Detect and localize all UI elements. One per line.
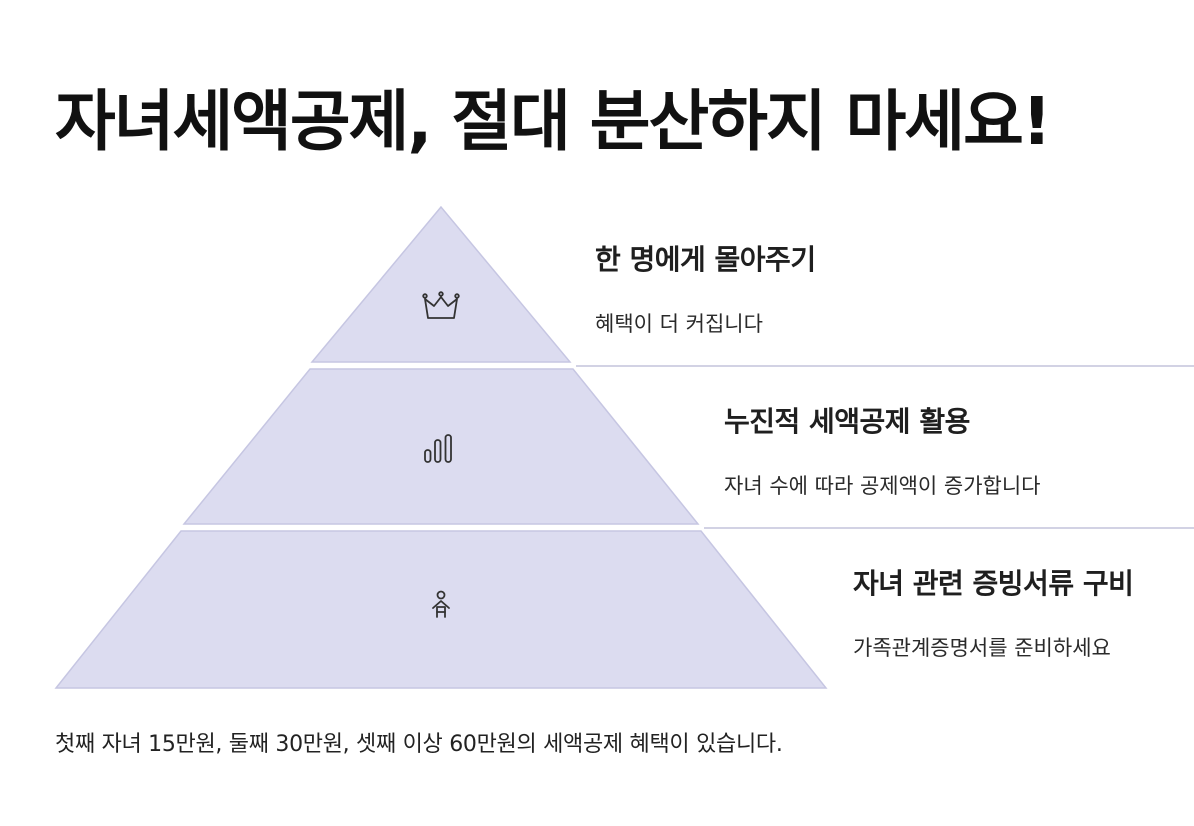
- page-title: 자녀세액공제, 절대 분산하지 마세요!: [55, 83, 1052, 160]
- tier-1-description: 혜택이 더 커집니다: [595, 312, 763, 336]
- footer-note: 첫째 자녀 15만원, 둘째 30만원, 셋째 이상 60만원의 세액공제 혜택…: [55, 732, 783, 757]
- tier-1-heading: 한 명에게 몰아주기: [595, 243, 816, 276]
- tier-2-description: 자녀 수에 따라 공제액이 증가합니다: [724, 474, 1041, 498]
- pyramid-tier-top: [310, 205, 572, 363]
- bar-chart-icon: [424, 434, 452, 463]
- tier-2-text: 누진적 세액공제 활용 자녀 수에 따라 공제액이 증가합니다: [724, 400, 1041, 500]
- tier-1-text: 한 명에게 몰아주기 혜택이 더 커집니다: [595, 238, 816, 338]
- tier-3-heading: 자녀 관련 증빙서류 구비: [853, 567, 1134, 600]
- crown-icon: [422, 291, 460, 319]
- tier-3-text: 자녀 관련 증빙서류 구비 가족관계증명서를 준비하세요: [853, 562, 1134, 662]
- pyramid-tier-bottom: [54, 530, 828, 689]
- tier-3-description: 가족관계증명서를 준비하세요: [853, 636, 1111, 660]
- tier-2-heading: 누진적 세액공제 활용: [724, 405, 970, 438]
- child-icon: [432, 590, 450, 618]
